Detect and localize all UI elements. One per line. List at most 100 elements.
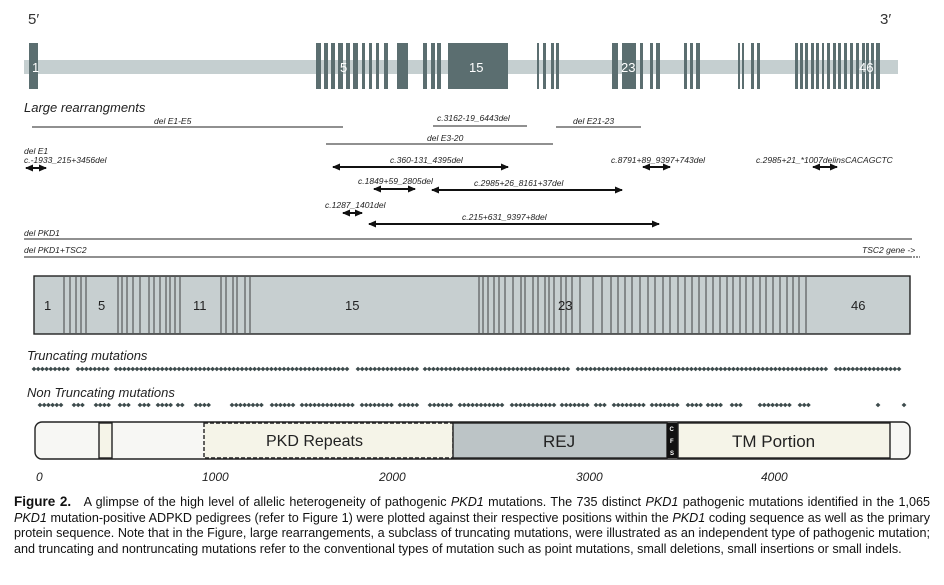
mutation-mark (494, 366, 499, 372)
cdna-box (33, 275, 911, 335)
mutation-mark (605, 366, 610, 372)
mutation-mark (273, 366, 278, 372)
mutation-mark (641, 402, 646, 408)
mutation-mark (726, 366, 732, 372)
mutation-mark (235, 366, 241, 372)
mutation-mark (363, 402, 369, 408)
exon-bar (556, 43, 559, 89)
rej-label: REJ (543, 432, 575, 451)
cfs-label-f: F (670, 439, 674, 445)
mutation-mark (584, 366, 589, 372)
mutation-mark (46, 402, 51, 408)
mutation-mark (452, 366, 457, 372)
mutation-mark (206, 402, 211, 408)
exon-bar (816, 43, 819, 89)
mutation-mark (773, 366, 778, 372)
mutation-mark (698, 402, 703, 408)
mutation-mark (88, 366, 93, 372)
mutation-mark (481, 366, 487, 372)
mutation-mark (435, 366, 440, 372)
mutation-mark (534, 402, 540, 408)
axis-tick-2000: 2000 (378, 470, 406, 484)
mutation-mark (406, 366, 411, 372)
mutation-mark (329, 402, 334, 408)
mutation-mark (632, 402, 638, 408)
mutation-mark (97, 402, 103, 408)
cdna-label-11: 11 (193, 298, 207, 313)
mutation-mark (819, 366, 824, 372)
mutation-mark (674, 402, 680, 408)
exon-bar (537, 43, 539, 89)
mutation-mark (777, 366, 782, 372)
mutation-mark (71, 402, 77, 408)
caption-text-1: A glimpse of the high level of allelic h… (83, 495, 447, 509)
mutation-mark (714, 366, 719, 372)
mutation-mark (722, 366, 728, 372)
mutation-mark (242, 402, 247, 408)
mutation-mark (332, 366, 337, 372)
exon-bar (640, 43, 643, 89)
mutation-mark (138, 366, 144, 372)
exon-bar (838, 43, 841, 89)
exon-bar (362, 43, 365, 89)
mutation-mark (250, 402, 256, 408)
mutation-mark (427, 402, 433, 408)
mutation-mark (277, 366, 283, 372)
mutation-mark (126, 366, 131, 372)
c2985-21-label: c.2985+21_*1007delinsCACAGCTC (756, 155, 894, 165)
rearrangements-heading: Large rearrangments (24, 100, 146, 115)
exon-bar (800, 43, 803, 89)
mutation-mark (863, 366, 868, 372)
mutation-mark (735, 366, 740, 372)
exon-bar (397, 43, 408, 89)
exon-bar (827, 43, 830, 89)
exon-label-5: 5 (340, 60, 347, 75)
mutation-mark (592, 366, 598, 372)
exon-bar (866, 43, 869, 89)
exon-bar (353, 43, 358, 89)
mutation-mark (376, 402, 382, 408)
mutation-mark (282, 402, 287, 408)
mutation-mark (593, 402, 599, 408)
truncating-mutation-marks (31, 366, 902, 372)
gene-structure: 5′ 3′ 1 5 15 23 46 (24, 11, 898, 89)
mutation-mark (210, 366, 215, 372)
exon-bar (805, 43, 808, 89)
mutation-mark (513, 402, 519, 408)
mutation-mark (466, 402, 471, 408)
mutation-mark (448, 402, 454, 408)
mutation-mark (875, 366, 881, 372)
mutation-mark (117, 366, 123, 372)
mutation-mark (299, 402, 305, 408)
mutation-mark (676, 366, 682, 372)
mutation-mark (499, 402, 505, 408)
mutation-mark (248, 366, 253, 372)
mutation-mark (579, 366, 585, 372)
mutation-mark (229, 402, 235, 408)
mutation-mark (444, 402, 450, 408)
mutation-mark (319, 366, 325, 372)
mutation-mark (273, 402, 279, 408)
mutation-mark (100, 366, 106, 372)
exon-bar (324, 43, 328, 89)
mutation-mark (544, 366, 550, 372)
mutation-mark (364, 366, 369, 372)
mutation-mark (621, 366, 627, 372)
c215-label: c.215+631_9397+8del (462, 212, 548, 222)
axis-tick-1000: 1000 (202, 470, 229, 484)
cdna-label-23: 23 (558, 298, 572, 313)
mutation-mark (56, 366, 62, 372)
mutation-mark (778, 402, 784, 408)
mutation-mark (896, 366, 902, 372)
mutation-mark (440, 402, 445, 408)
exon-bar (795, 43, 798, 89)
mutation-mark (168, 366, 173, 372)
mutation-mark (802, 366, 808, 372)
mutation-mark (350, 402, 355, 408)
lrr-domain (98, 422, 113, 459)
mutation-mark (40, 366, 45, 372)
mutation-mark (264, 366, 270, 372)
mutation-mark (557, 366, 562, 372)
mutation-mark (126, 402, 131, 408)
mutation-mark (345, 402, 351, 408)
